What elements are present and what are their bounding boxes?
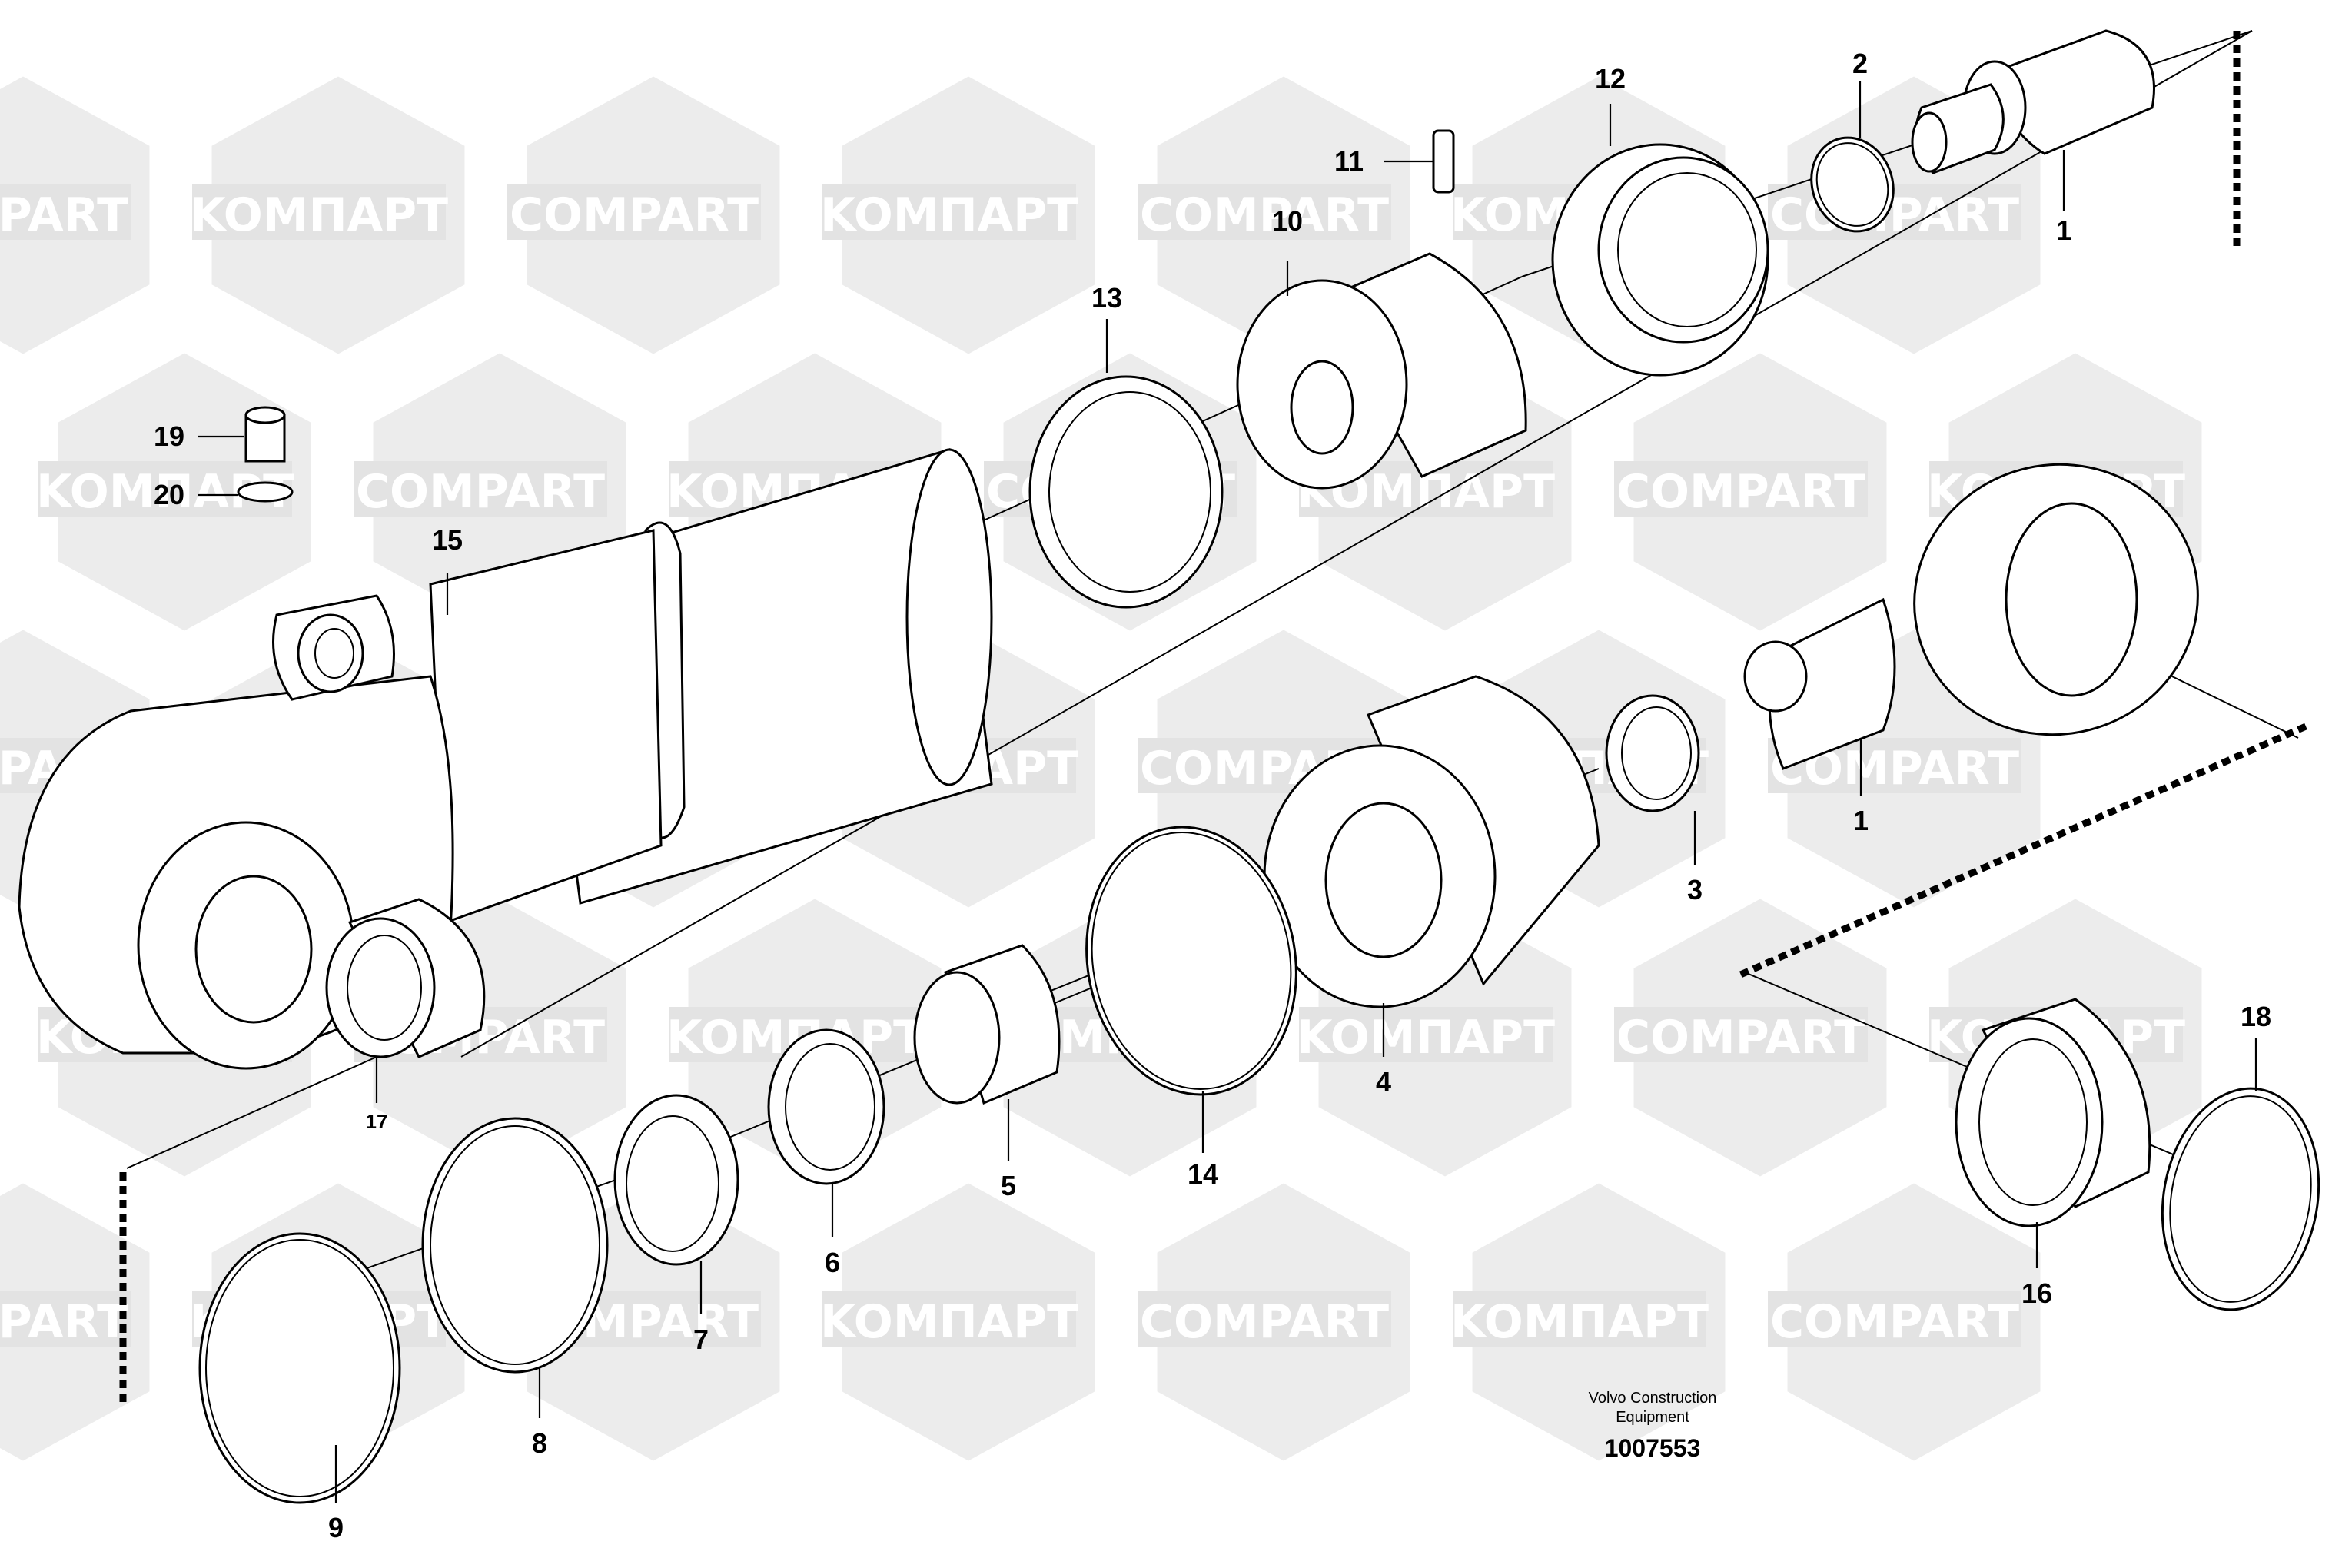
watermark-text: COMPART	[1616, 1011, 1865, 1065]
watermark-band	[1453, 1291, 1706, 1347]
watermark-text: COMPART	[1770, 188, 2019, 242]
watermark-text: COMPART	[0, 188, 128, 242]
watermark-band	[0, 184, 131, 240]
callout-2: 2	[1852, 48, 1868, 79]
watermark-band	[1768, 184, 2021, 240]
callout-10: 10	[1272, 205, 1303, 237]
fitting-part-19	[244, 406, 286, 463]
watermark-tile: KOMПАРТ	[820, 76, 1095, 354]
wiper-part-7	[613, 1094, 739, 1266]
guide-ring-part-13	[1028, 375, 1224, 609]
callout-17: 17	[366, 1110, 388, 1133]
watermark-band	[1768, 1291, 2021, 1347]
callout-16: 16	[2021, 1277, 2052, 1309]
footer-manufacturer-line2: Equipment	[1616, 1409, 1689, 1426]
watermark-band	[1138, 184, 1391, 240]
callout-13: 13	[1091, 282, 1122, 314]
callout-12: 12	[1595, 63, 1626, 95]
callout-11: 11	[1334, 145, 1364, 177]
callout-6: 6	[825, 1247, 840, 1278]
footer-caption: Volvo Construction Equipment 1007553	[1589, 1390, 1717, 1462]
callout-1-upper: 1	[2056, 214, 2071, 246]
watermark-text: COMPART	[1616, 465, 1865, 519]
bushing-part-5	[913, 944, 1061, 1105]
watermark-band	[354, 461, 607, 517]
watermark-band	[1138, 1291, 1391, 1347]
callout-15: 15	[432, 524, 463, 556]
watermark-tile: KOMПАРТ	[190, 76, 465, 354]
seal-part-6	[767, 1028, 885, 1185]
watermark-text: COMPART	[1770, 1295, 2019, 1349]
callout-7: 7	[693, 1324, 709, 1355]
watermark-text: COMPART	[0, 1295, 128, 1349]
callout-18: 18	[2241, 1001, 2271, 1032]
callout-20: 20	[154, 479, 184, 510]
callout-3: 3	[1687, 874, 1703, 905]
watermark-band	[1614, 1007, 1868, 1062]
callout-labels: 1 1 2 3 4 5 6 7 8 9 10 11 12 13 14 15 16…	[154, 48, 2271, 1543]
watermark-tile: COMPART	[0, 76, 150, 354]
piston-part-10	[1236, 252, 1527, 490]
dashed-connector-lines	[119, 31, 2307, 1403]
bushing-part-16	[1955, 998, 2151, 1227]
watermark-text: KOMПАРТ	[190, 188, 448, 242]
seal-ring-part-12	[1551, 143, 1769, 377]
watermark-band	[822, 184, 1076, 240]
callout-leaders	[198, 81, 2257, 1503]
watermark-text: KOMПАРТ	[820, 1295, 1078, 1349]
watermark-tile: COMPART	[1614, 353, 1887, 631]
cylinder-head-part-4	[1263, 675, 1600, 1008]
watermark-text: COMPART	[1140, 188, 1389, 242]
watermark-tile: COMPART	[1768, 1183, 2041, 1461]
callout-1-lower: 1	[1853, 805, 1869, 836]
watermark-tile: COMPART	[0, 1183, 150, 1461]
watermark-tile: COMPART	[1138, 1183, 1410, 1461]
watermark-band	[1299, 1007, 1553, 1062]
watermark-band	[192, 184, 446, 240]
watermark-text: COMPART	[1140, 1295, 1389, 1349]
set-screw-part-11	[1432, 129, 1455, 194]
watermark-tile: COMPART	[507, 76, 780, 354]
watermark-band	[507, 184, 761, 240]
bushing-part-17	[325, 898, 486, 1058]
o-ring-part-14	[1085, 826, 1297, 1096]
o-ring-part-9	[198, 1232, 401, 1504]
footer-manufacturer-line1: Volvo Construction	[1589, 1390, 1717, 1407]
callout-4: 4	[1376, 1066, 1391, 1098]
retaining-ring-part-8	[421, 1117, 609, 1374]
watermark-band	[822, 1291, 1076, 1347]
callout-14: 14	[1188, 1158, 1218, 1190]
callout-19: 19	[154, 420, 184, 452]
o-ring-part-20	[237, 481, 294, 503]
snap-ring-part-18	[2161, 1087, 2320, 1311]
watermark-text: COMPART	[510, 188, 759, 242]
watermark-text: COMPART	[356, 465, 605, 519]
callout-8: 8	[532, 1427, 547, 1459]
watermark-tile: COMPART	[1614, 899, 1887, 1177]
o-ring-part-2	[1810, 136, 1895, 233]
watermark-tile: KOMПАРТ	[1450, 1183, 1726, 1461]
watermark-text: KOMПАРТ	[1297, 1011, 1555, 1065]
watermark-text: KOMПАРТ	[820, 188, 1078, 242]
rod-eye-part-1-lower	[1743, 463, 2199, 770]
bushing-ring-part-3	[1605, 694, 1700, 812]
piston-rod-part-1-upper	[1911, 29, 2155, 174]
watermark-text: KOMПАРТ	[1450, 1295, 1709, 1349]
watermark-tile: KOMПАРТ	[820, 1183, 1095, 1461]
footer-drawing-number: 1007553	[1605, 1434, 1701, 1462]
callout-5: 5	[1001, 1170, 1016, 1201]
callout-9: 9	[328, 1512, 344, 1543]
watermark-band	[0, 1291, 131, 1347]
watermark-band	[1614, 461, 1868, 517]
